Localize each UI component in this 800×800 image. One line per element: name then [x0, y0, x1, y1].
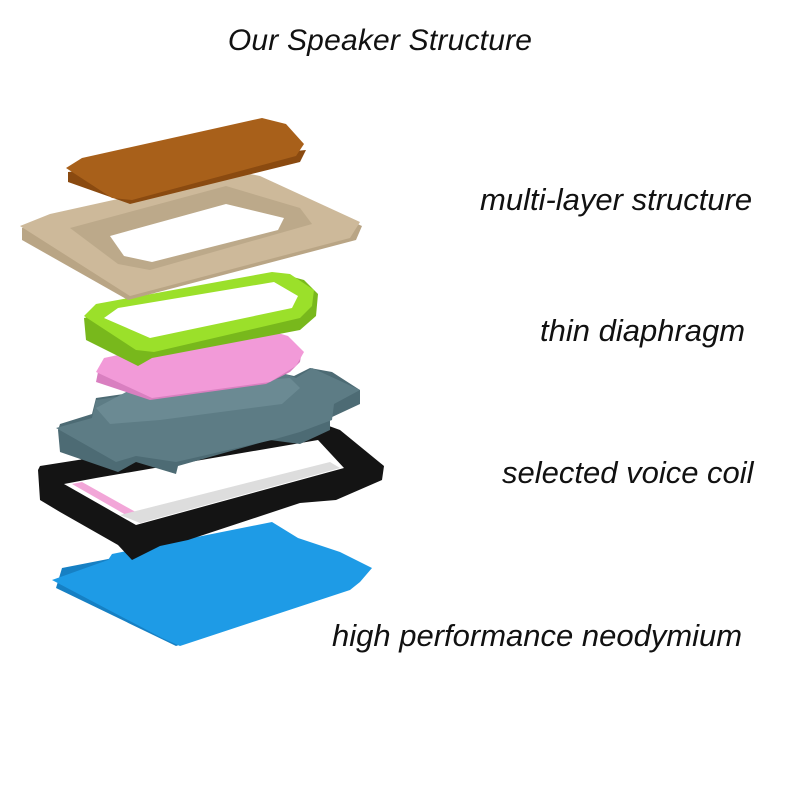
diagram-title: Our Speaker Structure — [227, 24, 533, 57]
voice-coil-ring — [84, 272, 318, 366]
label-thin-diaphragm: thin diaphragm — [540, 313, 746, 348]
label-multi-layer-structure: multi-layer structure — [480, 182, 753, 217]
neodymium-plate — [52, 522, 372, 646]
diaphragm-frame — [20, 172, 362, 300]
label-high-performance-neodymium: high performance neodymium — [332, 618, 743, 653]
pink-plate — [96, 326, 304, 400]
label-selected-voice-coil: selected voice coil — [502, 455, 754, 490]
top-cover — [66, 118, 306, 204]
